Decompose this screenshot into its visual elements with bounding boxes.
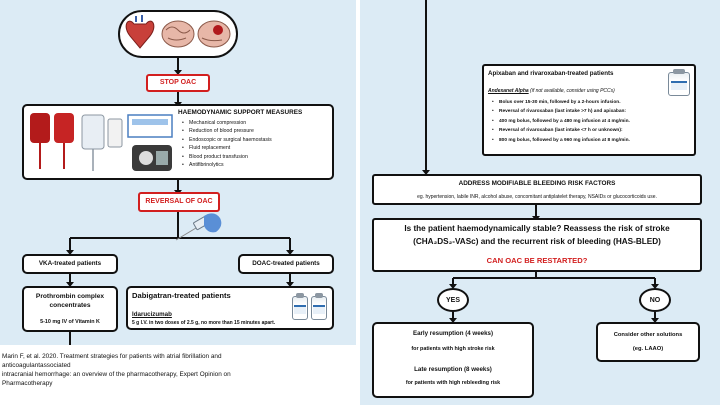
brain-bleed-icon bbox=[197, 20, 231, 48]
list-item-continued: 400 mg bolus, followed by a 480 mg infus… bbox=[492, 117, 699, 127]
medical-devices-illustration bbox=[28, 109, 178, 177]
no-node: NO bbox=[639, 288, 671, 312]
vial-icon bbox=[292, 293, 308, 320]
list-item: Bolus over 15-30 min, followed by a 2-ho… bbox=[492, 98, 699, 108]
stability-question-line1: Is the patient haemodynamically stable? … bbox=[404, 224, 670, 233]
list-item: Endoscopic or surgical haemostasis bbox=[182, 136, 339, 145]
stability-question-line2: (CHA₂DS₂-VASc) and the recurrent risk of… bbox=[413, 237, 661, 246]
early-resumption-note: for patients with high stroke risk bbox=[411, 346, 495, 352]
early-resumption: Early resumption (4 weeks) bbox=[412, 330, 494, 337]
late-resumption-note: for patients with high rebleeding risk bbox=[405, 380, 501, 386]
list-item-continued: 800 mg bolus, followed by a 960 mg infus… bbox=[492, 136, 699, 146]
blood-bag-icon bbox=[30, 113, 74, 169]
idarucizumab-dose: 5 g I.V. in two doses of 2.5 g, no more … bbox=[132, 320, 276, 326]
haemodynamic-list: Mechanical compression Reduction of bloo… bbox=[180, 119, 339, 170]
other-solutions-title: Consider other solutions bbox=[613, 332, 683, 338]
bleeding-risk-text: eg. hypertension, labile INR, alcohol ab… bbox=[417, 194, 657, 200]
brain-icon bbox=[161, 20, 195, 48]
citation-line: anticoagulantassociated bbox=[2, 362, 71, 369]
haemodynamic-support-box: HAEMODYNAMIC SUPPORT MEASURES Mechanical… bbox=[22, 104, 334, 180]
list-item: Reversal of rivaroxaban (last intake >7 … bbox=[492, 107, 699, 117]
late-resumption: Late resumption (8 weeks) bbox=[414, 366, 492, 373]
list-item: Mechanical compression bbox=[182, 119, 339, 128]
organs-illustration bbox=[118, 10, 238, 58]
bleeding-risk-factors-box: ADDRESS MODIFIABLE BLEEDING RISK FACTORS… bbox=[372, 174, 702, 205]
stop-oac-box: STOP OAC bbox=[146, 74, 210, 92]
list-item: Fluid replacement bbox=[182, 144, 339, 153]
gloved-hand-icon bbox=[204, 213, 222, 233]
haemodynamic-title: HAEMODYNAMIC SUPPORT MEASURES bbox=[178, 109, 303, 116]
apixaban-rivaroxaban-box: Apixaban and rivaroxaban-treated patient… bbox=[482, 64, 696, 156]
apixaban-title: Apixaban and rivaroxaban-treated patient… bbox=[488, 70, 614, 77]
yes-node: YES bbox=[437, 288, 469, 312]
prothrombin-title: Prothrombin complex concentrates bbox=[35, 293, 105, 309]
list-item: Antifibrinolytics bbox=[182, 161, 339, 170]
gauze-icon bbox=[127, 114, 173, 138]
restart-question-box: Is the patient haemodynamically stable? … bbox=[372, 218, 702, 272]
vial-icon bbox=[311, 293, 327, 320]
dabigatran-box: Dabigatran-treated patients Idarucizumab… bbox=[126, 286, 334, 330]
list-item: Reduction of blood pressure bbox=[182, 127, 339, 136]
bleeding-risk-title: ADDRESS MODIFIABLE BLEEDING RISK FACTORS bbox=[458, 180, 616, 187]
andexanet-label: Andexanet Alpha bbox=[488, 88, 529, 94]
syringe-illustration bbox=[174, 210, 224, 242]
iv-drip-icon bbox=[81, 114, 123, 171]
andexanet-line: Andexanet Alpha (if not available, consi… bbox=[488, 88, 615, 94]
dabigatran-title: Dabigatran-treated patients bbox=[132, 291, 231, 300]
resumption-box: Early resumption (4 weeks) for patients … bbox=[372, 322, 534, 398]
list-item: Blood product transfusion bbox=[182, 153, 339, 162]
reversal-of-oac-box: REVERSAL OF OAC bbox=[138, 192, 220, 212]
idarucizumab-label: Idarucizumab bbox=[132, 311, 172, 318]
andexanet-dosing-list: Bolus over 15-30 min, followed by a 2-ho… bbox=[490, 98, 699, 145]
citation: Marin F, et al. 2020. Treatment strategi… bbox=[2, 352, 354, 388]
vial-icon bbox=[668, 69, 690, 96]
can-oac-be-restarted: CAN OAC BE RESTARTED? bbox=[486, 256, 588, 265]
list-item: Reversal of rivaroxaban (last intake <7 … bbox=[492, 126, 699, 136]
andexanet-note: (if not available, consider using PCCs) bbox=[530, 88, 615, 94]
other-solutions-box: Consider other solutions (eg. LAAO) bbox=[596, 322, 700, 362]
citation-line: Marin F, et al. 2020. Treatment strategi… bbox=[2, 353, 222, 360]
doac-treated-box: DOAC-treated patients bbox=[238, 254, 334, 274]
heart-icon bbox=[125, 15, 155, 49]
prothrombin-box: Prothrombin complex concentrates 5-10 mg… bbox=[22, 286, 118, 332]
other-solutions-note: (eg. LAAO) bbox=[632, 346, 664, 352]
citation-line: Pharmacotherapy bbox=[2, 380, 53, 387]
blood-pressure-cuff-icon bbox=[132, 145, 172, 171]
vka-treated-box: VKA-treated patients bbox=[22, 254, 118, 274]
citation-line: intracranial hemorrhage: an overview of … bbox=[2, 371, 231, 378]
vitamin-k-dose: 5-10 mg IV of Vitamin K bbox=[40, 319, 100, 325]
